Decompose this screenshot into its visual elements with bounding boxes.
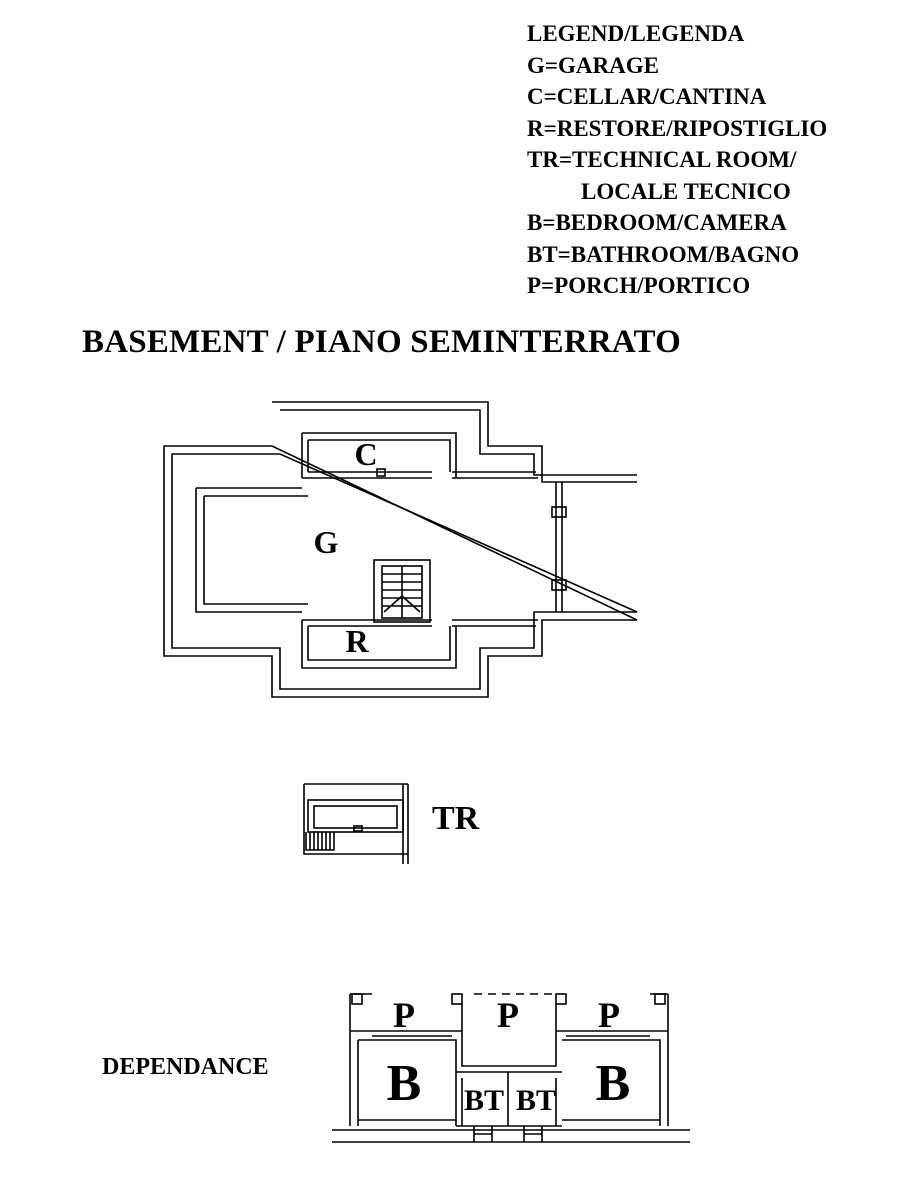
center-porch-wall xyxy=(461,1004,557,1067)
legend-item-garage: G=GARAGE xyxy=(527,52,659,78)
legend-heading: LEGEND/LEGENDA xyxy=(527,21,745,46)
entry-wall xyxy=(555,482,563,612)
porch-left-label: P xyxy=(393,995,415,1035)
tr-stair xyxy=(305,832,335,851)
bath-left-label: BT xyxy=(464,1084,504,1117)
legend-item-technical-room-it: LOCALE TECNICO xyxy=(581,178,791,204)
porch-right-label: P xyxy=(598,995,620,1035)
basement-outer-wall xyxy=(163,401,638,698)
bath-walls xyxy=(456,1071,562,1127)
garage-wall-2 xyxy=(203,495,308,605)
legend-item-porch: P=PORCH/PORTICO xyxy=(527,273,751,298)
door-jamb-top xyxy=(551,506,567,518)
tr-room xyxy=(307,799,404,833)
column-1 xyxy=(351,993,363,1005)
legend-item-technical-room: TR=TECHNICAL ROOM/ xyxy=(527,147,797,172)
column-3 xyxy=(555,993,567,1005)
basement-outer-wall-inner xyxy=(171,409,638,690)
tr-walls xyxy=(303,783,409,864)
legend-item-bedroom: B=BEDROOM/CAMERA xyxy=(527,210,787,235)
basement-inner-wall-2 xyxy=(307,439,451,472)
legend-item-cellar: C=CELLAR/CANTINA xyxy=(527,84,767,109)
column-4 xyxy=(654,993,666,1005)
bedroom-right-label: B xyxy=(596,1055,631,1112)
dependance-label: DEPENDANCE xyxy=(102,1054,269,1080)
legend-item-restore: R=RESTORE/RIPOSTIGLIO xyxy=(527,115,828,141)
bath-right-label: BT xyxy=(516,1084,556,1117)
basement-stair xyxy=(373,559,431,623)
legend-item-bathroom: BT=BATHROOM/BAGNO xyxy=(527,241,800,267)
door-jamb-bottom xyxy=(551,579,567,591)
technical-room-label: TR xyxy=(432,800,480,837)
basement-inner-wall xyxy=(301,432,457,478)
restore-label: R xyxy=(345,623,369,659)
bedroom-left-wall xyxy=(357,1039,457,1126)
cellar-label: C xyxy=(354,436,377,472)
basement-title: BASEMENT / PIANO SEMINTERRATO xyxy=(82,324,681,360)
bedroom-right-wall xyxy=(562,1039,661,1126)
porch-center-label: P xyxy=(497,995,519,1035)
bedroom-left-label: B xyxy=(387,1055,422,1112)
garage-wall xyxy=(195,487,302,613)
dependance-base xyxy=(332,1129,690,1143)
legend: LEGEND/LEGENDA G=GARAGE C=CELLAR/CANTINA… xyxy=(527,18,827,302)
cellar-door-marker xyxy=(376,468,386,477)
dependance-outer-wall xyxy=(349,993,669,1126)
garage-label: G xyxy=(314,524,339,560)
restore-inner-wall xyxy=(301,620,457,669)
restore-inner-wall-2 xyxy=(307,626,451,661)
column-2 xyxy=(451,993,463,1005)
